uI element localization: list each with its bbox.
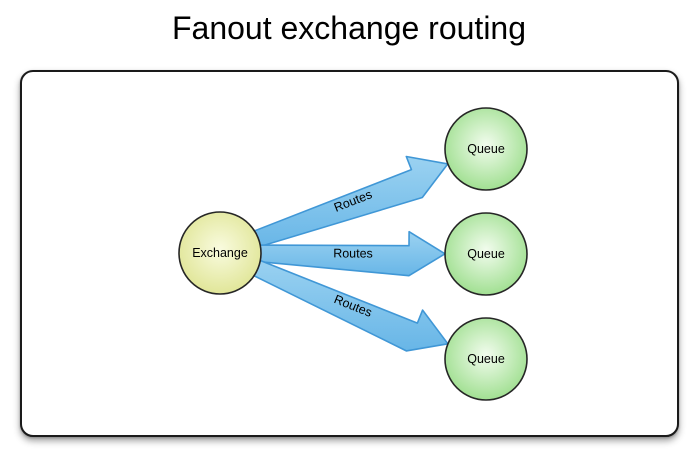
- queue-bottom-label: Queue: [467, 352, 505, 366]
- exchange-label: Exchange: [192, 246, 248, 260]
- edge-label: Routes: [333, 246, 373, 260]
- queue-middle-label: Queue: [467, 247, 505, 261]
- queue-middle-node: [444, 212, 528, 296]
- exchange-node: [178, 211, 262, 295]
- queue-top-node: [444, 107, 528, 191]
- diagram-title: Fanout exchange routing: [171, 10, 527, 46]
- queue-top-label: Queue: [467, 142, 505, 156]
- queue-bottom-node: [444, 317, 528, 401]
